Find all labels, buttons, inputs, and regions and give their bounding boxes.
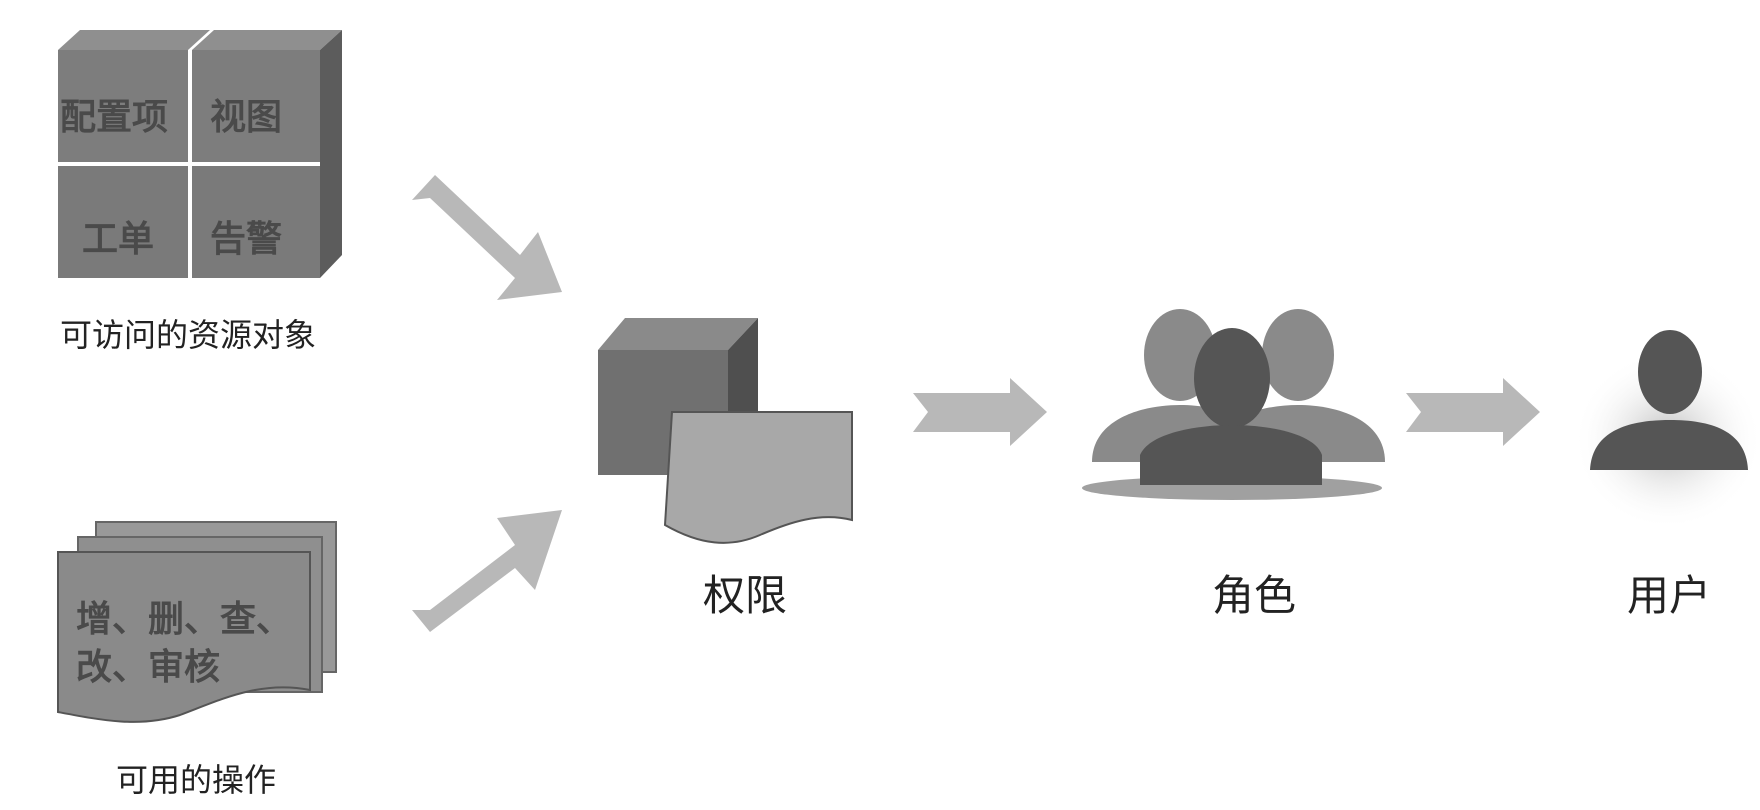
arrow-role-to-user (1406, 378, 1540, 446)
permission-icon (598, 318, 853, 544)
resource-item-view: 视图 (210, 97, 283, 138)
arrow-permission-to-role (913, 378, 1047, 446)
resource-item-config: 配置项 (60, 97, 169, 138)
operations-line-1: 增、删、查、 (76, 599, 293, 640)
arrow-resources-to-permission (412, 175, 562, 300)
user-icon (1573, 330, 1760, 530)
user-label: 用户 (1626, 571, 1712, 620)
role-group-icon (1082, 309, 1385, 500)
operations-line-2: 改、审核 (76, 647, 221, 688)
resource-item-ticket: 工单 (82, 219, 155, 260)
role-label: 角色 (1211, 571, 1297, 620)
resource-cubes-icon (58, 30, 342, 278)
operations-documents-icon (57, 521, 337, 723)
operations-label: 可用的操作 (115, 761, 277, 799)
resource-item-alarm: 告警 (210, 219, 283, 260)
permission-label: 权限 (702, 571, 788, 620)
resources-label: 可访问的资源对象 (59, 316, 317, 354)
arrow-operations-to-permission (412, 510, 562, 632)
